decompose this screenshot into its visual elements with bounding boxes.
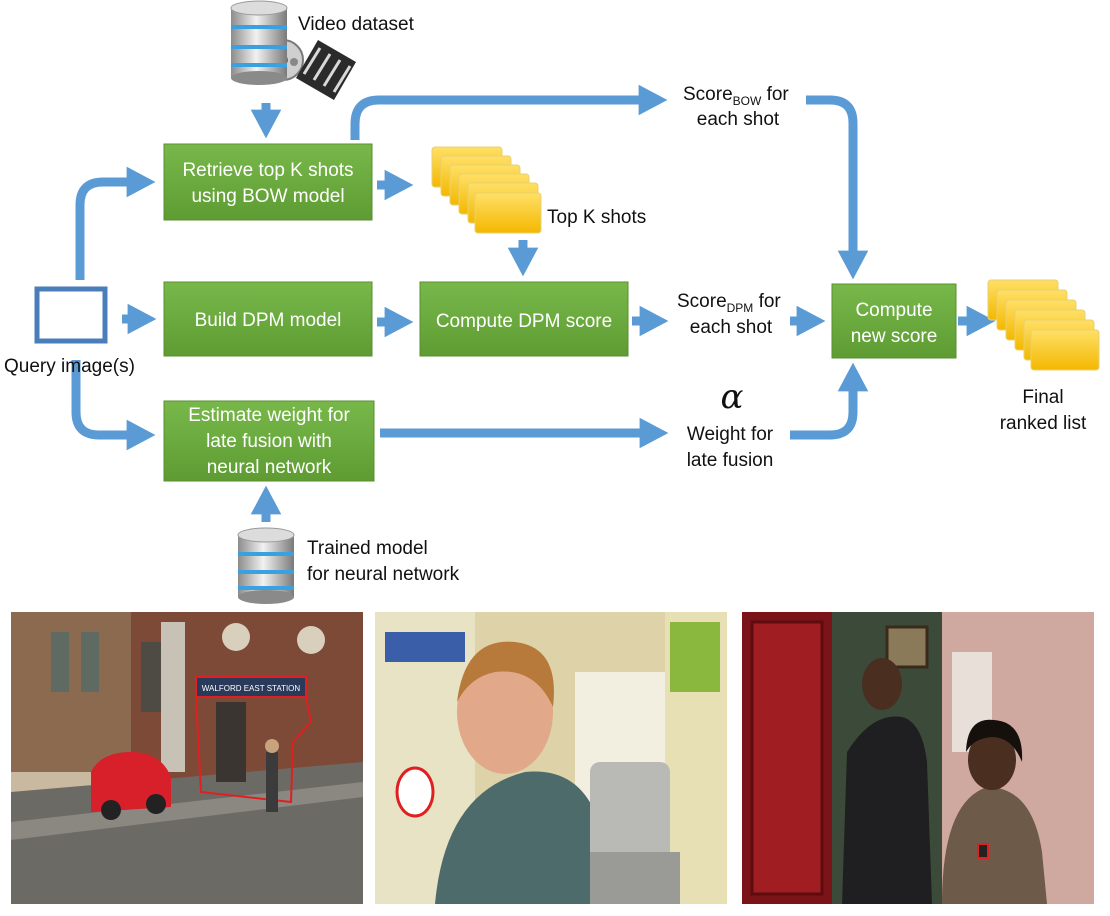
arrow-scorebow-to-computenew — [806, 95, 869, 280]
score-dpm-rest: for — [753, 291, 781, 312]
score-dpm-line2: each shot — [690, 317, 773, 338]
alpha-symbol: α — [721, 377, 744, 417]
arrow-weight-to-computenew — [790, 362, 869, 440]
build-dpm-box: Build DPM model — [163, 281, 373, 357]
score-dpm-main: Score — [677, 291, 727, 312]
final-ranked-label-line1: Final — [1022, 387, 1063, 408]
top-k-shots-stack-icon — [431, 146, 542, 234]
example-photo-man — [375, 612, 727, 904]
trained-model-database-icon — [237, 527, 295, 604]
example-photo-room — [742, 612, 1094, 904]
arrow-query-to-estimate — [71, 360, 156, 451]
build-dpm-box-label: Build DPM model — [195, 310, 342, 331]
top-k-shots-label: Top K shots — [547, 207, 646, 228]
station-sign-text: WALFORD EAST STATION — [202, 684, 301, 693]
estimate-box-line1: Estimate weight for — [188, 405, 350, 426]
estimate-weight-box: Estimate weight for late fusion with neu… — [163, 400, 375, 482]
score-bow-main: Score — [683, 84, 733, 105]
score-bow-rest: for — [761, 84, 789, 105]
arrow-query-to-retrieve — [75, 166, 156, 280]
retrieve-box: Retrieve top K shots using BOW model — [163, 143, 373, 221]
compute-dpm-box: Compute DPM score — [419, 281, 629, 357]
compute-new-box-line2: new score — [851, 326, 938, 347]
retrieve-box-line1: Retrieve top K shots — [182, 160, 353, 181]
example-photo-street: WALFORD EAST STATION — [11, 612, 363, 904]
video-dataset-icon — [230, 0, 356, 100]
estimate-box-line2: late fusion with — [206, 431, 332, 452]
video-dataset-label: Video dataset — [298, 14, 415, 35]
trained-model-label-line1: Trained model — [307, 538, 428, 559]
weight-label-line2: late fusion — [687, 450, 774, 471]
final-ranked-label-line2: ranked list — [1000, 413, 1087, 434]
query-image-icon — [34, 286, 108, 344]
final-ranked-list-stack-icon — [987, 279, 1100, 371]
score-bow-subscript: BOW — [733, 94, 762, 108]
score-dpm-label: ScoreDPM for — [677, 291, 781, 315]
compute-new-box-line1: Compute — [855, 300, 932, 321]
score-bow-line2: each shot — [697, 109, 780, 130]
retrieve-box-line2: using BOW model — [191, 186, 344, 207]
weight-label-line1: Weight for — [687, 424, 774, 445]
compute-dpm-box-label: Compute DPM score — [436, 311, 612, 332]
estimate-box-line3: neural network — [207, 457, 332, 478]
score-dpm-subscript: DPM — [727, 301, 754, 315]
query-image-label: Query image(s) — [4, 356, 135, 377]
score-bow-label: ScoreBOW for — [683, 84, 789, 108]
arrow-retrieve-to-scorebow — [350, 84, 668, 140]
compute-new-score-box: Compute new score — [831, 283, 957, 359]
trained-model-label-line2: for neural network — [307, 564, 460, 585]
